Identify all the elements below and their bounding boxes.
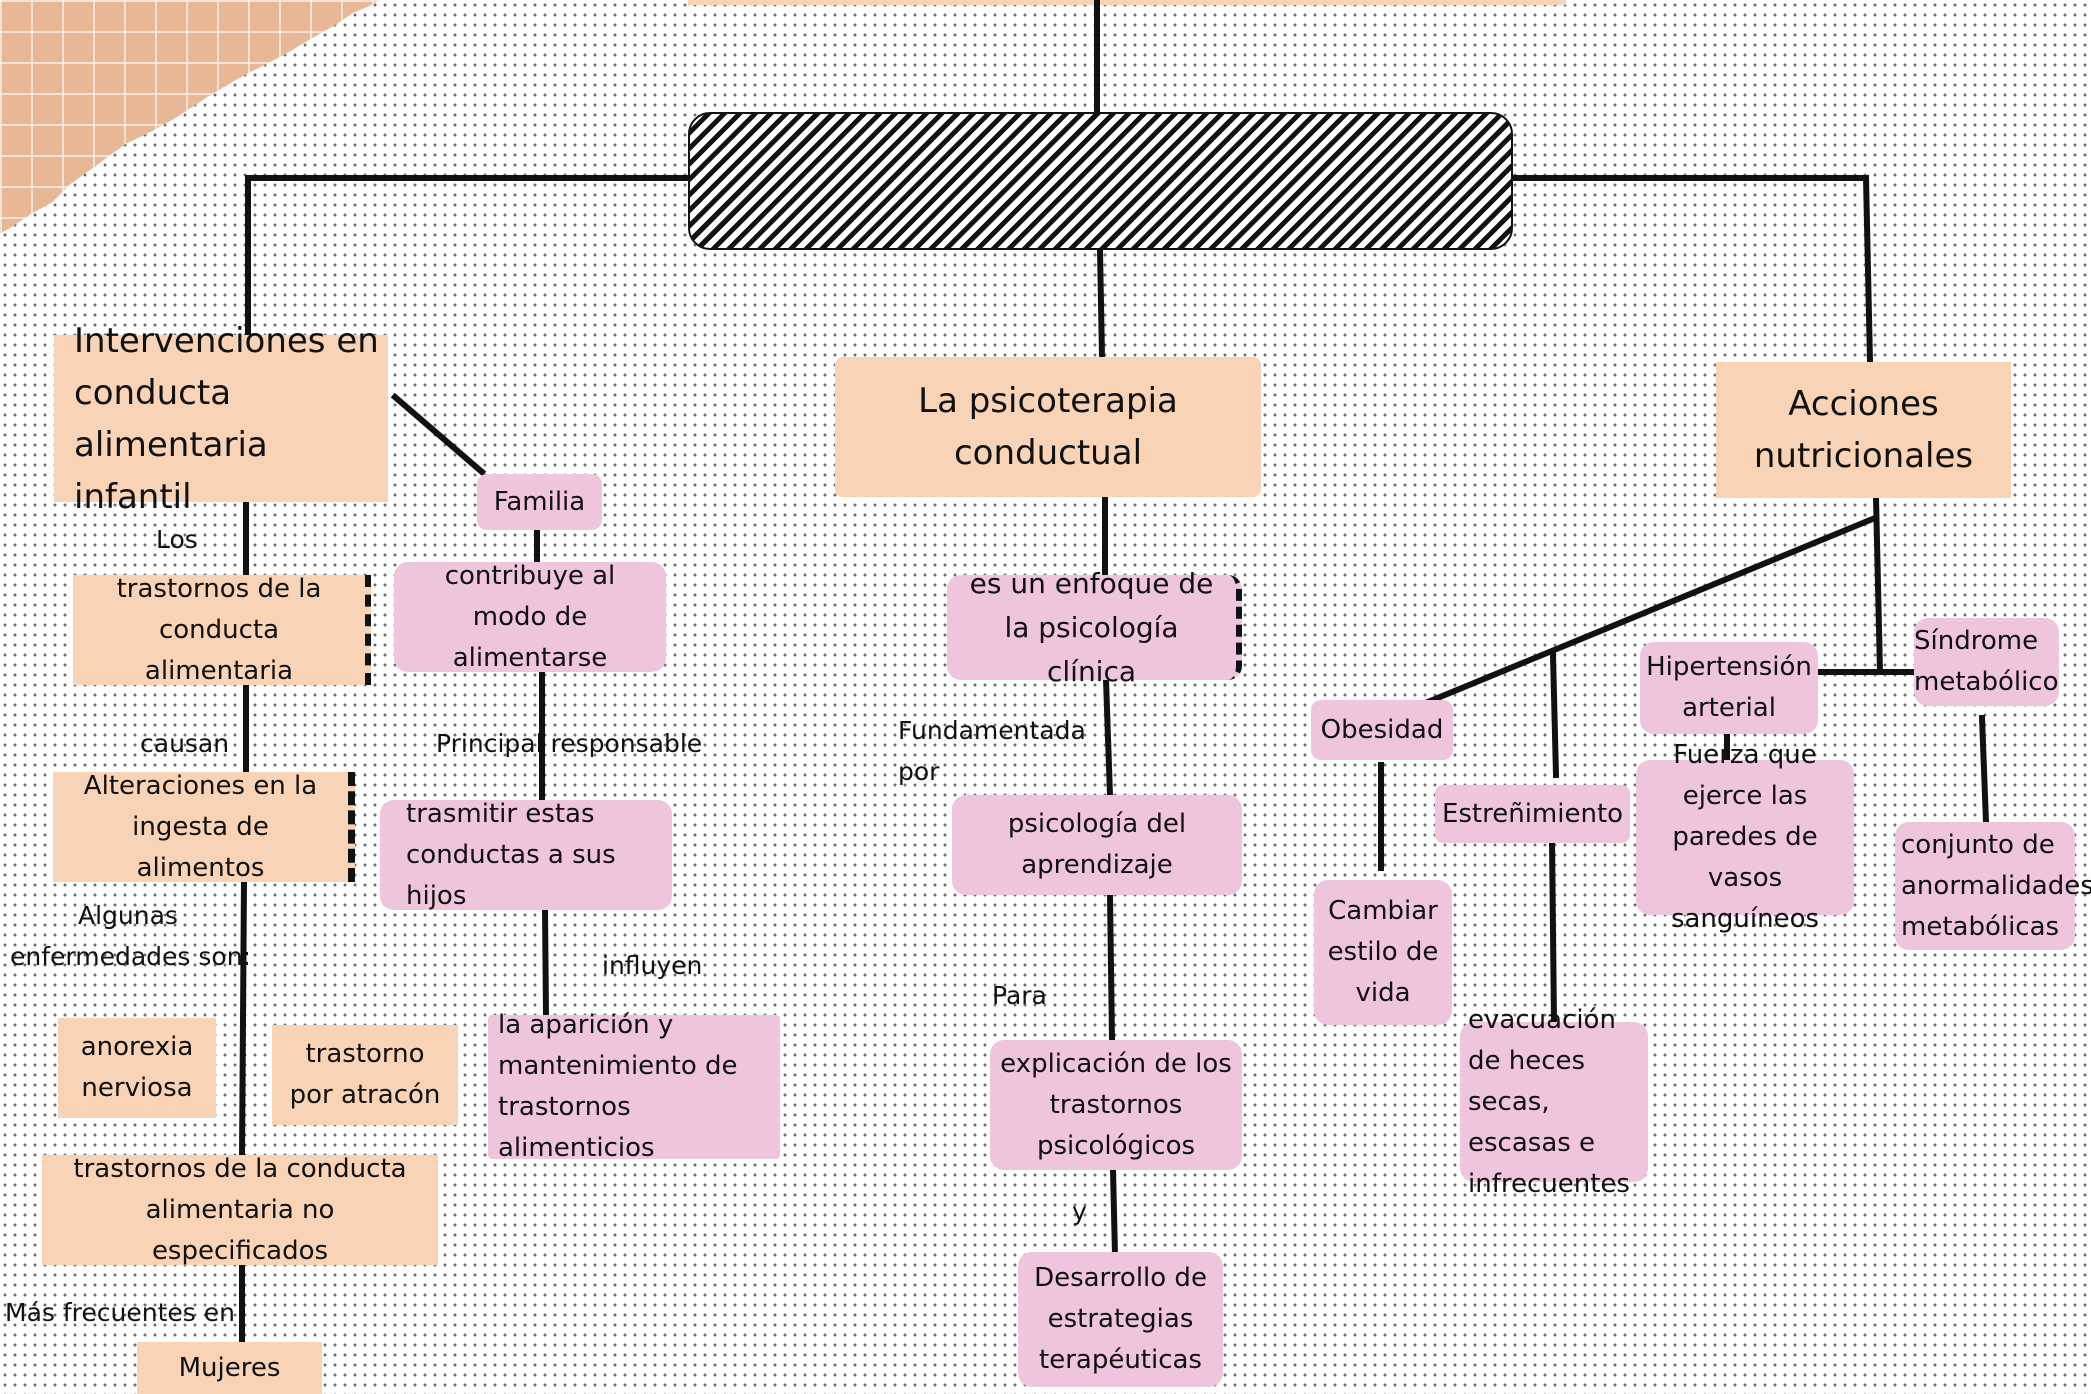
- obesidad-node: Obesidad: [1311, 700, 1453, 760]
- cambiar-label: Cambiar estilo de vida: [1327, 896, 1439, 1008]
- evacuacion-node: evacuación de heces secas, escasas e inf…: [1460, 1005, 1648, 1199]
- fuerza-node: Fuerza que ejerce las paredes de vasos s…: [1636, 740, 1854, 934]
- aparicion-node: la aparición y mantenimiento de trastorn…: [488, 1010, 780, 1163]
- explicacion-node: explicación de los trastornos psicológic…: [990, 1040, 1242, 1170]
- hipertension-label: Hipertensión arterial: [1646, 652, 1812, 723]
- aparicion-label: la aparición y mantenimiento de trastorn…: [498, 1010, 738, 1163]
- explicacion-label: explicación de los trastornos psicológic…: [1000, 1048, 1232, 1161]
- acciones-node: Acciones nutricionales: [1716, 362, 2011, 498]
- para-label: Para: [992, 981, 1047, 1010]
- hipertension-node: Hipertensión arterial: [1640, 642, 1818, 734]
- trastornos-node: trastornos de la conducta alimentaria: [73, 574, 371, 686]
- estrenimiento-label: Estreñimiento: [1441, 798, 1624, 829]
- trastornos-label: trastornos de la conducta alimentaria: [116, 573, 322, 686]
- familia-node: Familia: [477, 474, 602, 530]
- alteraciones-label: Alteraciones en la ingesta de alimentos: [83, 770, 318, 883]
- influyen-label: influyen: [602, 951, 703, 980]
- enfoque-label: es un enfoque de la psicología clínica: [969, 566, 1214, 688]
- desarrollo-label: Desarrollo de estrategias terapéuticas: [1034, 1263, 1207, 1375]
- los-label: Los: [156, 525, 198, 554]
- obesidad-label: Obesidad: [1320, 714, 1444, 745]
- top-bar-fragment: [688, 0, 1566, 5]
- main-title-box: [688, 112, 1513, 250]
- causan-label: causan: [140, 729, 230, 758]
- algunas-label-2: enfermedades son:: [10, 942, 251, 971]
- sindrome-label: Síndrome metabólico: [1914, 626, 2059, 697]
- contribuye-node: contribuye al modo de alimentarse: [394, 561, 666, 673]
- conjunto-label: conjunto de anormalidades metabólicas: [1901, 829, 2091, 942]
- trasmitir-node: trasmitir estas conductas a sus hijos: [380, 799, 672, 911]
- psicoterapia-node: La psicoterapia conductual: [835, 357, 1261, 497]
- desarrollo-node: Desarrollo de estrategias terapéuticas: [1018, 1252, 1223, 1387]
- aprendizaje-label: psicología del aprendizaje: [1007, 809, 1187, 880]
- estrenimiento-node: Estreñimiento: [1435, 785, 1630, 843]
- enfoque-node: es un enfoque de la psicología clínica: [947, 567, 1242, 688]
- no-especificados-node: trastornos de la conducta alimentaria no…: [42, 1154, 438, 1266]
- cambiar-node: Cambiar estilo de vida: [1314, 880, 1452, 1025]
- no-especificados-label: trastornos de la conducta alimentaria no…: [73, 1153, 407, 1266]
- mujeres-node: Mujeres: [137, 1342, 322, 1394]
- principal-label: Principal responsable: [436, 729, 703, 758]
- fundamentada-label-1: Fundamentada: [898, 716, 1086, 745]
- algunas-label-1: Algunas: [78, 901, 178, 930]
- y-label: y: [1072, 1197, 1087, 1226]
- acciones-label: Acciones nutricionales: [1753, 384, 1974, 476]
- psicoterapia-label: La psicoterapia conductual: [918, 381, 1178, 473]
- intervenciones-label: Intervenciones en conducta alimentaria i…: [74, 320, 379, 517]
- anorexia-label: anorexia nerviosa: [80, 1032, 194, 1103]
- sindrome-node: Síndrome metabólico: [1914, 618, 2059, 706]
- mas-frecuentes-label: Más frecuentes en: [5, 1298, 235, 1327]
- intervenciones-node: Intervenciones en conducta alimentaria i…: [54, 321, 388, 517]
- evacuacion-label: evacuación de heces secas, escasas e inf…: [1468, 1004, 1630, 1199]
- trasmitir-label: trasmitir estas conductas a sus hijos: [406, 798, 616, 911]
- familia-label: Familia: [493, 486, 586, 517]
- mujeres-label: Mujeres: [178, 1352, 281, 1383]
- fuerza-label: Fuerza que ejerce las paredes de vasos s…: [1670, 740, 1820, 934]
- atracon-node: trastorno por atracón: [272, 1025, 458, 1125]
- aprendizaje-node: psicología del aprendizaje: [952, 795, 1242, 895]
- atracon-label: trastorno por atracón: [289, 1039, 441, 1110]
- contribuye-label: contribuye al modo de alimentarse: [444, 560, 616, 673]
- conjunto-node: conjunto de anormalidades metabólicas: [1895, 822, 2091, 950]
- fundamentada-label-2: por: [898, 757, 940, 786]
- anorexia-node: anorexia nerviosa: [58, 1018, 216, 1118]
- alteraciones-node: Alteraciones en la ingesta de alimentos: [53, 771, 355, 883]
